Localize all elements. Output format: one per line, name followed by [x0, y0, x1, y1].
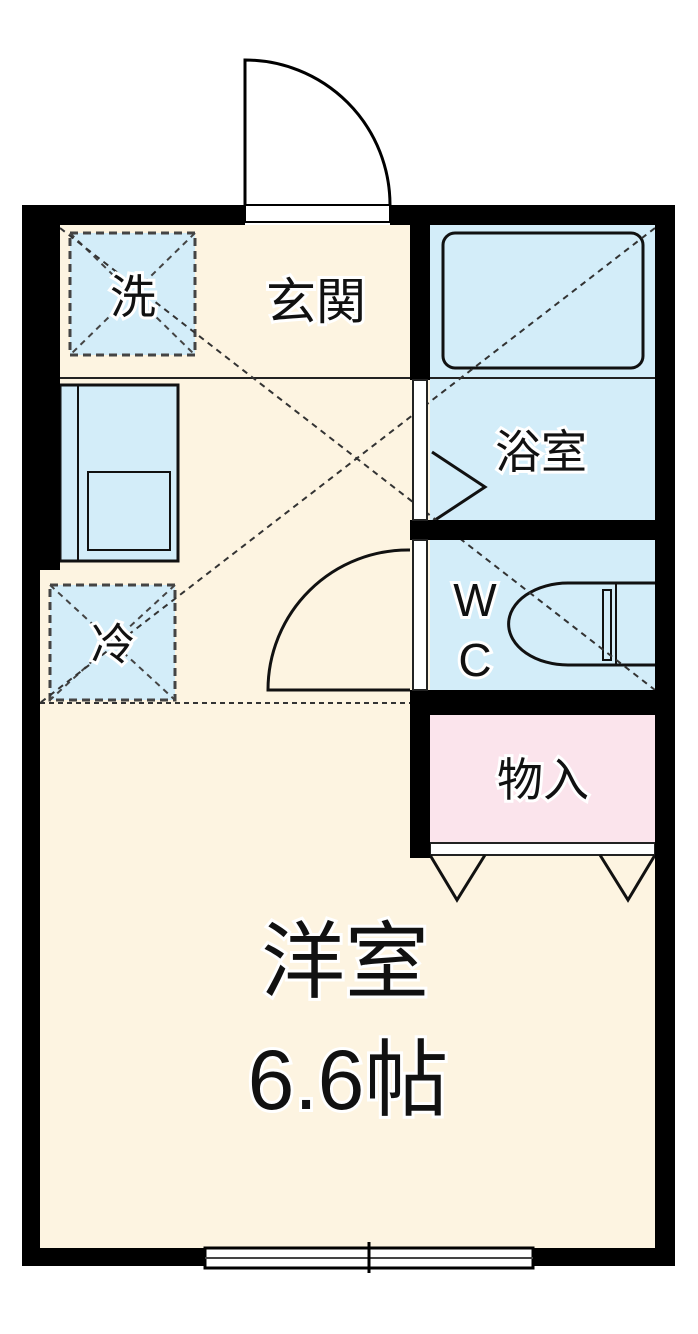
closet-door-right [598, 854, 657, 903]
kitchen-sink [87, 471, 171, 551]
fridge-space [48, 583, 177, 702]
bathroom-door [431, 450, 488, 524]
storage-label: 物入 [497, 753, 589, 807]
closet-door-left [428, 854, 487, 903]
wc-door-opening [412, 539, 428, 691]
fridge-label: 冷 [91, 620, 135, 671]
washer-label: 洗 [110, 270, 156, 324]
bathroom-door-opening [412, 379, 428, 521]
toilet [507, 581, 655, 667]
western-room-label: 洋室 [261, 913, 429, 1011]
room-door-swing [266, 548, 411, 692]
entry-door-threshold [244, 204, 391, 223]
bathroom-label: 浴室 [495, 425, 587, 479]
entrance-label: 玄関 [266, 273, 366, 331]
wc-label-w: W [453, 574, 497, 626]
washer-cross [69, 232, 196, 356]
wc-label-c: C [458, 634, 491, 686]
storage-floor [430, 715, 655, 845]
ceiling-diagonals [39, 227, 656, 704]
window [203, 1242, 535, 1273]
entry-door-swing [243, 58, 392, 206]
bathtub [441, 231, 645, 370]
storage-door-track [429, 842, 656, 856]
western-room-size: 6.6帖 [248, 1033, 449, 1127]
